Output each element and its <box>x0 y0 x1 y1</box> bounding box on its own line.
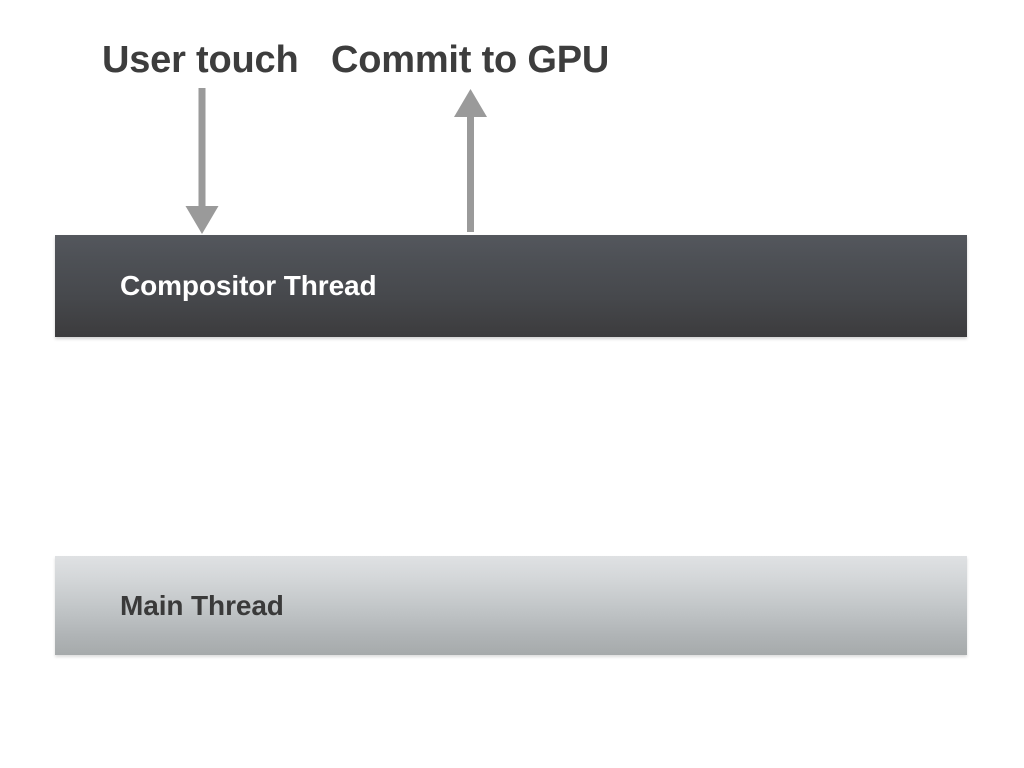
arrow-up-icon <box>454 89 487 232</box>
annotation-label-user-touch: User touch <box>102 39 299 81</box>
thread-bar-label-compositor-thread: Compositor Thread <box>120 270 377 301</box>
thread-bar-compositor-thread: Compositor Thread <box>55 235 967 337</box>
thread-bar-main-thread: Main Thread <box>55 556 967 655</box>
arrow-down-icon <box>185 88 219 234</box>
thread-bar-label-main-thread: Main Thread <box>120 589 284 621</box>
annotation-label-commit-to-gpu: Commit to GPU <box>331 39 610 81</box>
